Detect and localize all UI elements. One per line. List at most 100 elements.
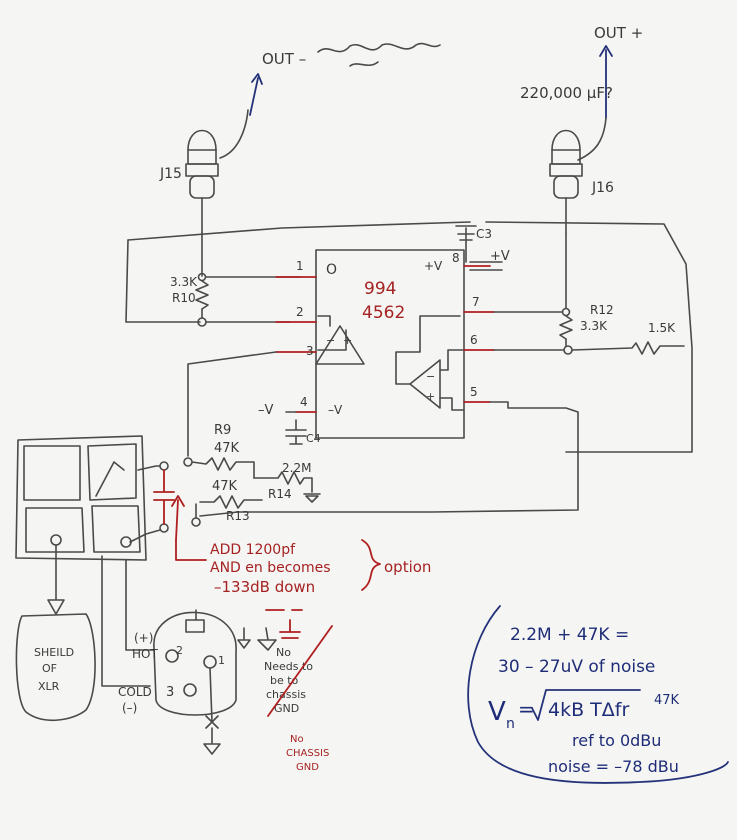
- panel-jack-outline: [15, 435, 147, 561]
- xlr-connector-body: [153, 611, 237, 716]
- no-chassis-3: GND: [296, 762, 319, 773]
- opamp-part-top: 994: [364, 279, 396, 299]
- r13-name: R13: [226, 509, 250, 523]
- opamp-b-out: [395, 315, 461, 385]
- no-chassis-1: No: [290, 734, 304, 745]
- ground-rail-left: [125, 239, 201, 323]
- opamp-a-minus: −: [326, 334, 335, 347]
- node-r12-top: [561, 307, 571, 317]
- j15-jack: [185, 129, 219, 233]
- opamp-a-plus: +: [343, 334, 352, 347]
- node-input-bottom: [191, 517, 201, 527]
- j16-output-lead: [577, 117, 607, 161]
- pin3-input-wire: [187, 351, 277, 457]
- blue-note-1: 2.2M + 47K =: [510, 625, 629, 645]
- node-r12-bottom: [563, 345, 573, 355]
- opamp-b-in5: [439, 397, 465, 411]
- chassis-note-5: GND: [274, 702, 299, 715]
- c3-label: C3: [476, 227, 492, 241]
- pin5-return-wire: [199, 401, 579, 517]
- j15-output-lead: [219, 109, 249, 159]
- red-note-add-1: ADD 1200pf: [210, 542, 296, 558]
- r13-resistor: [199, 495, 263, 509]
- r14-value: 2.2M: [282, 461, 311, 475]
- r10-resistor: [195, 280, 209, 310]
- formula-body: 4kB TΔfr: [548, 699, 629, 721]
- r12-value: 3.3K: [580, 319, 608, 333]
- blue-note-2: 30 – 27uV of noise: [498, 657, 655, 677]
- formula-v: V: [488, 697, 506, 727]
- shield-gnd-arrow: [47, 545, 65, 615]
- node-cap-top: [159, 461, 169, 471]
- pin8-label: 8: [452, 251, 460, 265]
- opamp-b-plus: +: [426, 390, 435, 403]
- opamp-ic-body: [315, 249, 465, 439]
- opamp-minus-v: –V: [328, 403, 343, 417]
- blue-note-5: noise = –78 dBu: [548, 757, 679, 776]
- red-brace: [361, 539, 381, 591]
- opamp-a-noninv: [317, 329, 347, 351]
- formula-sub: n: [506, 716, 515, 732]
- out-plus-label: OUT +: [594, 24, 643, 42]
- xlr-pin1-label: 1: [218, 654, 225, 667]
- out-minus-label: OUT –: [262, 50, 306, 68]
- red-note-add-3: –133dB down: [214, 578, 315, 596]
- shield-line2: OF: [42, 662, 57, 675]
- opamp-label-o: O: [326, 262, 337, 278]
- optional-cap-leader: [175, 539, 207, 561]
- panel-jack-hot-wire: [137, 465, 161, 471]
- xlr-connector-key: [185, 619, 205, 633]
- shield-line3: XLR: [38, 680, 60, 693]
- c4-capacitor: [285, 419, 307, 445]
- chassis-note-4: chassis: [266, 688, 306, 701]
- xlr-pin3: [183, 683, 197, 697]
- r-extra-resistor: [571, 341, 685, 355]
- xlr-pin2-label: 2: [176, 644, 183, 657]
- r14-name: R14: [268, 487, 292, 501]
- xlr-cold-wire: [125, 559, 155, 651]
- r9-value: 47K: [214, 441, 240, 456]
- no-chassis-2: CHASSIS: [286, 748, 329, 759]
- opamp-a-symbol: [315, 325, 365, 365]
- j15-label: J15: [159, 166, 182, 182]
- r9-name: R9: [214, 423, 231, 438]
- xlr-pin1: [203, 655, 217, 669]
- r13-value: 47K: [212, 479, 238, 494]
- xlr-chassis-gnd-symbol-2: [257, 627, 277, 651]
- formula-eq: =: [518, 697, 535, 721]
- c3-gnd: [455, 225, 477, 263]
- out-plus-arrowhead: [599, 45, 613, 57]
- xlr-chassis-gnd-symbol: [237, 627, 251, 649]
- opamp-b-symbol: [409, 359, 441, 409]
- red-chassis-gnd: [279, 619, 301, 639]
- optional-cap-arrow: [171, 495, 185, 541]
- pin4-label: 4: [300, 395, 308, 409]
- xlr-pin1-gnd: [203, 667, 221, 755]
- node-cap-bottom: [159, 523, 169, 533]
- panel-jack-cold-lead: [129, 529, 161, 543]
- xlr-hot-label: HOT: [132, 647, 158, 661]
- r12-name: R12: [590, 303, 614, 317]
- r9-resistor: [191, 457, 255, 479]
- blue-bracket: [467, 605, 729, 784]
- out-minus-arrowhead: [251, 73, 263, 85]
- shield-box: [15, 613, 96, 722]
- opamp-plus-v: +V: [424, 259, 443, 273]
- opamp-a-feedback: [317, 315, 331, 327]
- pin6-label: 6: [470, 333, 478, 347]
- red-note-add-2: AND en becomes: [210, 560, 331, 576]
- r10-value: 3.3K: [170, 275, 198, 289]
- panel-jack-cells: [23, 443, 141, 553]
- capacitance-note: 220,000 μF?: [520, 84, 613, 102]
- formula-47k: 47K: [654, 693, 680, 708]
- pin7-label: 7: [472, 295, 480, 309]
- xlr-minus-sign: (–): [122, 701, 137, 715]
- c4-label: C4: [306, 432, 321, 445]
- r14-resistor: [253, 471, 321, 503]
- ground-rail-top: [127, 221, 693, 453]
- pin2-label: 2: [296, 305, 304, 319]
- shield-line1: SHEILD: [34, 646, 74, 659]
- r10-name: R10: [172, 291, 196, 305]
- pin5-label: 5: [470, 385, 478, 399]
